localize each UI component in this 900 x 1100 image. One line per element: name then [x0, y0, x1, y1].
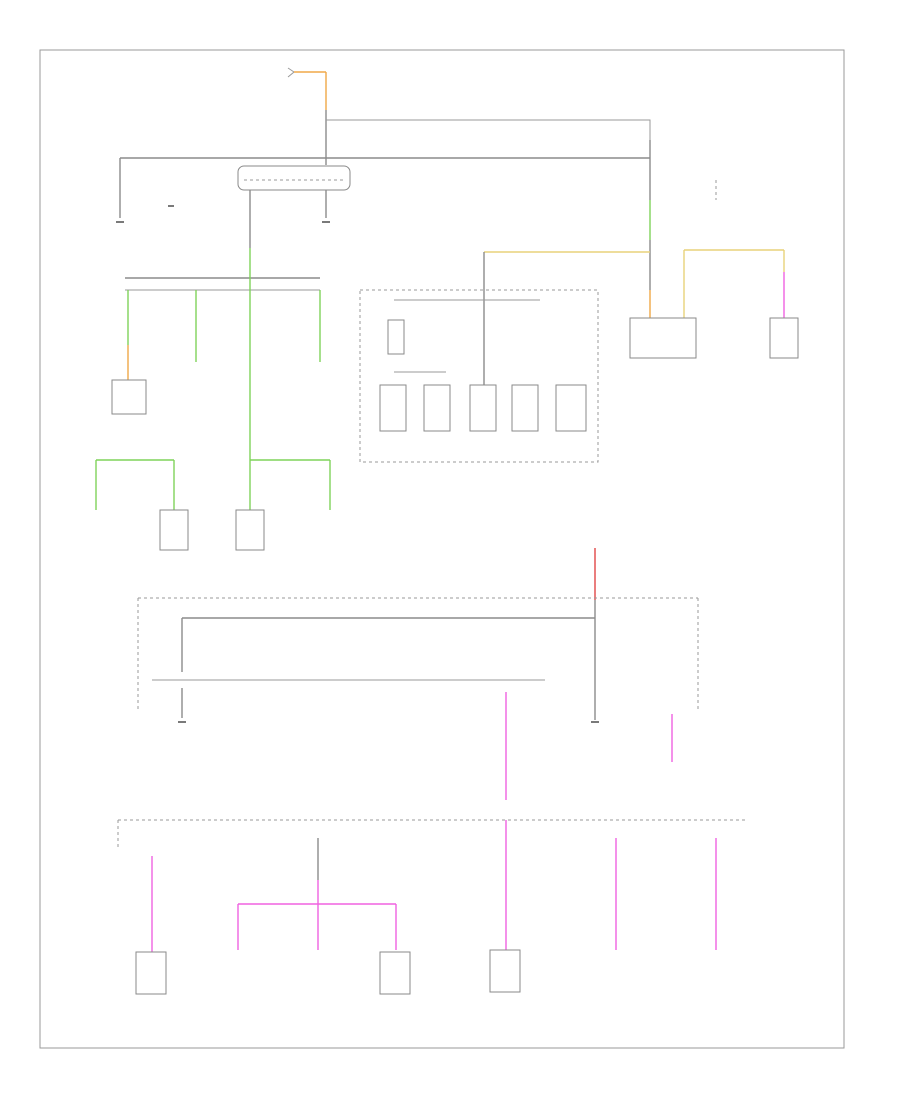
module-right-small: [769, 317, 799, 359]
module-group-dashed: [359, 289, 599, 463]
wire-top-bus-right: [326, 119, 651, 140]
module-lower-left-3: [235, 509, 265, 551]
group-module-4: [511, 384, 539, 432]
module-left-1: [111, 379, 147, 415]
group-module-3: [469, 384, 497, 432]
module-bottom-3: [489, 949, 521, 993]
module-bottom-2: [379, 951, 411, 995]
fuse-block-top: [237, 165, 351, 191]
module-bottom-1: [135, 951, 167, 995]
module-lower-left-2: [159, 509, 189, 551]
group-module-1: [379, 384, 407, 432]
group-module-2: [423, 384, 451, 432]
diagram-frame: [39, 49, 845, 1049]
relay-in-group: [387, 319, 405, 355]
module-right-large: [629, 317, 697, 359]
group-module-5: [555, 384, 587, 432]
top-connector-arrow: [287, 67, 295, 78]
